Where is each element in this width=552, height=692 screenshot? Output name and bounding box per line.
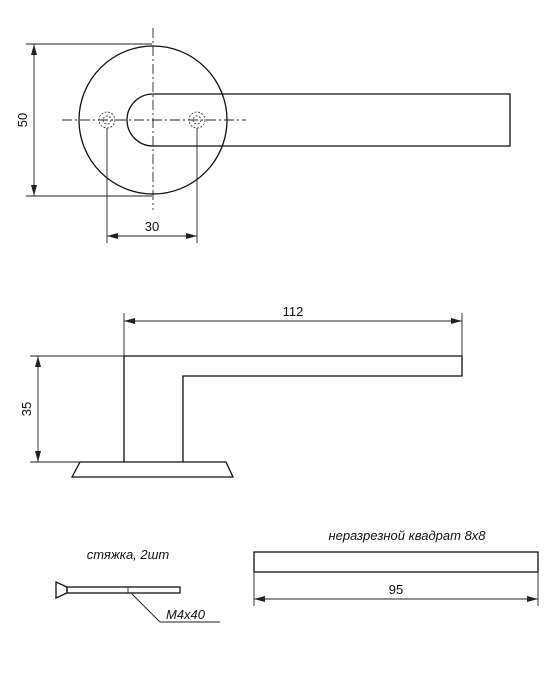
arrow-95-left <box>254 596 265 602</box>
lever-side-outline <box>123 355 463 462</box>
dim-lever-length: 112 <box>283 304 304 319</box>
arrow-95-right <box>527 596 538 602</box>
arrow-50-bottom <box>31 185 37 196</box>
arrow-35-top <box>35 356 41 367</box>
arrow-30-left <box>107 233 118 239</box>
top-view: 50 30 <box>15 28 511 243</box>
lever-top-outline <box>126 93 511 147</box>
screw-label: стяжка, 2шт <box>87 547 170 562</box>
dim-lever-height: 35 <box>19 402 34 416</box>
arrow-112-left <box>124 318 135 324</box>
arrow-35-bottom <box>35 451 41 462</box>
spindle-part: неразрезной квадрат 8x8 95 <box>253 528 539 606</box>
screw-head <box>55 580 68 600</box>
spindle-body <box>253 551 539 573</box>
screw-shank <box>66 586 181 594</box>
dim-hole-spacing: 30 <box>145 219 159 234</box>
screw-leader <box>131 593 220 623</box>
rosette-base <box>70 461 235 478</box>
arrow-112-right <box>451 318 462 324</box>
screw-part: стяжка, 2шт M4x40 <box>55 547 220 623</box>
dim-rosette-height: 50 <box>15 113 30 127</box>
spindle-label: неразрезной квадрат 8x8 <box>328 528 486 543</box>
screw-size-label: M4x40 <box>166 607 206 622</box>
side-view: 112 35 <box>19 304 463 478</box>
arrow-50-top <box>31 44 37 55</box>
dim-spindle-length: 95 <box>389 582 403 597</box>
arrow-30-right <box>186 233 197 239</box>
